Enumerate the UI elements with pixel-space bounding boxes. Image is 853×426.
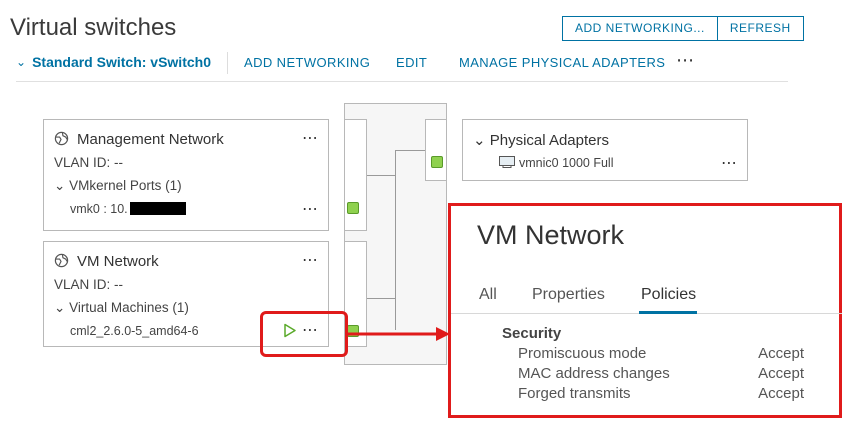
chevron-down-icon: ⌄ bbox=[54, 300, 70, 315]
active-tab-indicator bbox=[639, 311, 697, 314]
policy-name: Promiscuous mode bbox=[518, 345, 647, 362]
vmnic0-more-icon[interactable]: ⋯ bbox=[721, 155, 738, 172]
mgmt-port-icon[interactable] bbox=[347, 202, 359, 214]
management-network-label: Management Network bbox=[77, 131, 224, 148]
vmkernel-ports-toggle[interactable]: ⌄ VMkernel Ports (1) bbox=[54, 178, 182, 194]
toolbar-divider bbox=[227, 52, 228, 74]
vmkernel-ports-label: VMkernel Ports (1) bbox=[69, 178, 182, 193]
vm-network-label: VM Network bbox=[77, 253, 159, 270]
physical-adapters-label: Physical Adapters bbox=[489, 132, 609, 149]
popup-title: VM Network bbox=[477, 220, 625, 250]
network-globe-icon bbox=[54, 131, 69, 146]
switch-collapse-toggle[interactable]: ⌄ Standard Switch: vSwitch0 bbox=[16, 54, 211, 70]
vmk0-label: vmk0 : 10. bbox=[70, 202, 128, 216]
uplink-connector bbox=[425, 119, 447, 181]
tab-all[interactable]: All bbox=[479, 286, 497, 303]
policy-name: Forged transmits bbox=[518, 385, 631, 402]
chevron-down-icon: ⌄ bbox=[473, 132, 490, 149]
vm-network-popup: VM Network All Properties Policies Secur… bbox=[448, 203, 842, 418]
policy-value: Accept bbox=[758, 385, 804, 402]
mgmt-vlan: VLAN ID: -- bbox=[54, 155, 124, 170]
virtual-machines-label: Virtual Machines (1) bbox=[69, 300, 189, 315]
switch-trunk-line bbox=[395, 150, 396, 330]
vm-branch-line bbox=[367, 298, 395, 299]
uplink-port-icon[interactable] bbox=[431, 156, 443, 168]
toolbar-more-icon[interactable]: ⋯ bbox=[676, 50, 695, 70]
redacted-ip bbox=[129, 202, 186, 215]
tab-properties[interactable]: Properties bbox=[532, 286, 605, 303]
vm-item[interactable]: cml2_2.6.0-5_amd64-6 bbox=[70, 324, 199, 338]
chevron-down-icon: ⌄ bbox=[54, 178, 70, 193]
chevron-down-icon: ⌄ bbox=[16, 55, 27, 69]
add-networking-button[interactable]: ADD NETWORKING... bbox=[562, 16, 718, 41]
vmnic0-item[interactable]: vmnic0 1000 Full bbox=[499, 156, 614, 170]
portgroup-connector-vm bbox=[344, 241, 367, 347]
switch-toolbar: ⌄ Standard Switch: vSwitch0 ADD NETWORKIN… bbox=[16, 50, 788, 82]
nic-icon bbox=[499, 156, 515, 168]
uplink-branch-line bbox=[395, 150, 425, 151]
security-section-title: Security bbox=[502, 325, 562, 342]
vmk0-port-item[interactable]: vmk0 : 10. bbox=[70, 202, 186, 216]
mgmt-more-icon[interactable]: ⋯ bbox=[302, 130, 319, 147]
vm-item-more-icon[interactable]: ⋯ bbox=[302, 322, 319, 339]
network-globe-icon bbox=[54, 253, 69, 268]
switch-name: Standard Switch: vSwitch0 bbox=[32, 54, 211, 70]
vm-actions-highlight bbox=[260, 311, 348, 357]
policy-row: Promiscuous mode Accept bbox=[518, 345, 804, 362]
toolbar-add-networking-link[interactable]: ADD NETWORKING bbox=[244, 55, 371, 70]
mgmt-branch-line bbox=[367, 175, 395, 176]
callout-arrow-icon bbox=[348, 327, 450, 341]
virtual-machines-toggle[interactable]: ⌄ Virtual Machines (1) bbox=[54, 300, 189, 316]
policy-name: MAC address changes bbox=[518, 365, 670, 382]
power-on-icon bbox=[284, 323, 296, 338]
management-network-card: Management Network ⋯ VLAN ID: -- ⌄ VMker… bbox=[43, 119, 329, 231]
policy-row: MAC address changes Accept bbox=[518, 365, 804, 382]
popup-tabs: All Properties Policies bbox=[451, 282, 842, 314]
physical-adapters-toggle[interactable]: ⌄ Physical Adapters bbox=[473, 131, 609, 149]
toolbar-edit-link[interactable]: EDIT bbox=[396, 55, 428, 70]
refresh-button[interactable]: REFRESH bbox=[717, 16, 804, 41]
tab-policies[interactable]: Policies bbox=[641, 286, 697, 303]
toolbar-manage-adapters-link[interactable]: MANAGE PHYSICAL ADAPTERS bbox=[459, 55, 666, 70]
management-network-title: Management Network bbox=[54, 131, 224, 148]
vm-network-title: VM Network bbox=[54, 253, 159, 270]
policy-row: Forged transmits Accept bbox=[518, 385, 804, 402]
physical-adapters-card: ⌄ Physical Adapters vmnic0 1000 Full ⋯ bbox=[462, 119, 748, 181]
vmnic0-label: vmnic0 1000 Full bbox=[519, 156, 614, 170]
vmnet-vlan: VLAN ID: -- bbox=[54, 277, 124, 292]
page-title: Virtual switches bbox=[10, 14, 177, 41]
portgroup-connector-mgmt bbox=[344, 119, 367, 231]
vm-network-card: VM Network ⋯ VLAN ID: -- ⌄ Virtual Machi… bbox=[43, 241, 329, 347]
policy-value: Accept bbox=[758, 345, 804, 362]
vmnet-more-icon[interactable]: ⋯ bbox=[302, 252, 319, 269]
policy-value: Accept bbox=[758, 365, 804, 382]
vmk0-more-icon[interactable]: ⋯ bbox=[302, 201, 319, 218]
header-button-group: ADD NETWORKING... REFRESH bbox=[562, 16, 804, 41]
